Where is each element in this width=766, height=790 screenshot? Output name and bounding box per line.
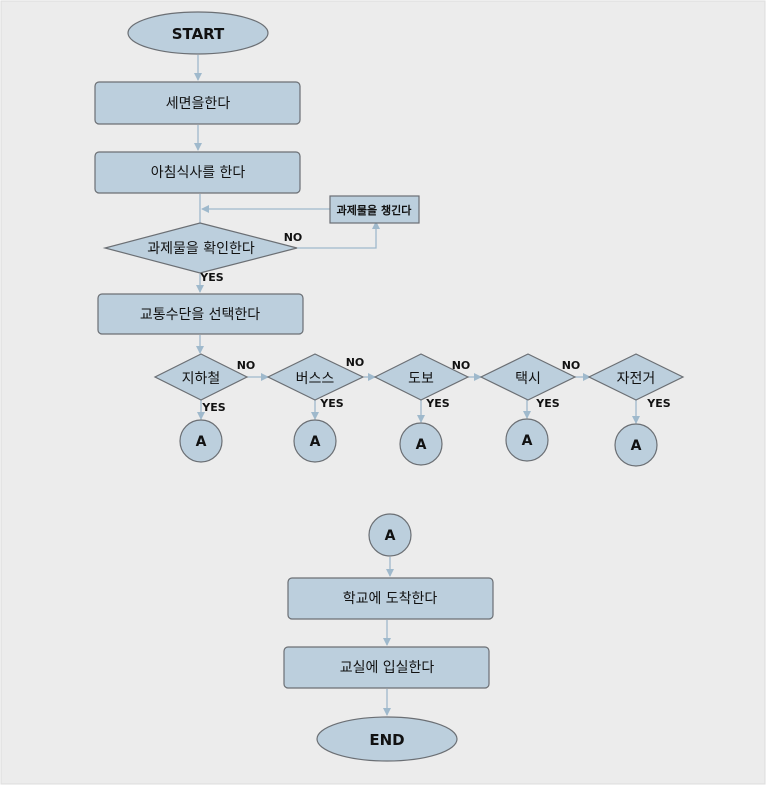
walk-decision bbox=[373, 353, 470, 401]
subway-decision bbox=[153, 353, 249, 401]
wash-label: 세면을한다 bbox=[166, 96, 231, 112]
connector-a-entry-label: A bbox=[385, 528, 396, 544]
check-homework-label: 과제물을 확인한다 bbox=[147, 241, 255, 257]
check-yes-label: YES bbox=[199, 271, 223, 284]
connector-a-bicycle bbox=[614, 423, 658, 467]
arrive-school-process bbox=[287, 577, 494, 620]
connector-a-subway-label: A bbox=[196, 434, 207, 450]
connector-a-taxi-label: A bbox=[522, 433, 533, 449]
subway-no-label: NO bbox=[237, 359, 256, 372]
bus-yes-label: YES bbox=[319, 397, 343, 410]
check-no-label: NO bbox=[284, 231, 303, 244]
enter-classroom-label: 교실에 입실한다 bbox=[340, 660, 435, 676]
bicycle-label: 자전거 bbox=[617, 371, 656, 387]
subway-yes-label: YES bbox=[201, 401, 225, 414]
subway-label: 지하철 bbox=[182, 371, 221, 387]
walk-yes-label: YES bbox=[425, 397, 449, 410]
select-transport-process bbox=[97, 293, 304, 335]
shapes: START 세면을한다 아침식사를 한다 과제물을 챙긴다 과제물을 확인한다 … bbox=[94, 11, 685, 762]
check-homework-decision bbox=[102, 222, 298, 274]
connector-a-entry bbox=[368, 513, 412, 557]
taxi-no-label: NO bbox=[562, 359, 581, 372]
taxi-yes-label: YES bbox=[535, 397, 559, 410]
edge-check-no-to-pack bbox=[297, 221, 380, 249]
breakfast-label: 아침식사를 한다 bbox=[151, 165, 246, 181]
walk-no-label: NO bbox=[452, 359, 471, 372]
arrive-school-label: 학교에 도착한다 bbox=[343, 591, 438, 607]
pack-homework-process bbox=[329, 195, 420, 224]
connectors bbox=[194, 55, 640, 716]
edge-labels: NO YES NO NO NO NO YES YES YES YES YES bbox=[199, 231, 670, 414]
enter-classroom-process bbox=[283, 646, 490, 689]
end-label: END bbox=[369, 731, 404, 749]
start-terminal bbox=[127, 11, 269, 55]
connector-a-walk-label: A bbox=[416, 437, 427, 453]
select-transport-label: 교통수단을 선택한다 bbox=[140, 307, 260, 323]
bus-label: 버스스 bbox=[296, 371, 335, 387]
pack-homework-label: 과제물을 챙긴다 bbox=[337, 203, 413, 217]
taxi-decision bbox=[479, 353, 577, 401]
connector-a-taxi bbox=[505, 418, 549, 462]
bicycle-yes-label: YES bbox=[646, 397, 670, 410]
connector-a-bus bbox=[293, 419, 337, 463]
bicycle-decision bbox=[587, 353, 685, 401]
bus-no-label: NO bbox=[346, 356, 365, 369]
start-label: START bbox=[172, 25, 225, 43]
wash-process bbox=[94, 81, 301, 125]
walk-label: 도보 bbox=[408, 371, 434, 387]
connector-a-subway bbox=[179, 419, 223, 463]
connector-a-bicycle-label: A bbox=[631, 438, 642, 454]
end-terminal bbox=[316, 716, 458, 762]
taxi-label: 택시 bbox=[515, 371, 541, 387]
bus-decision bbox=[266, 353, 365, 401]
breakfast-process bbox=[94, 151, 301, 194]
connector-a-walk bbox=[399, 422, 443, 466]
connector-a-bus-label: A bbox=[310, 434, 321, 450]
